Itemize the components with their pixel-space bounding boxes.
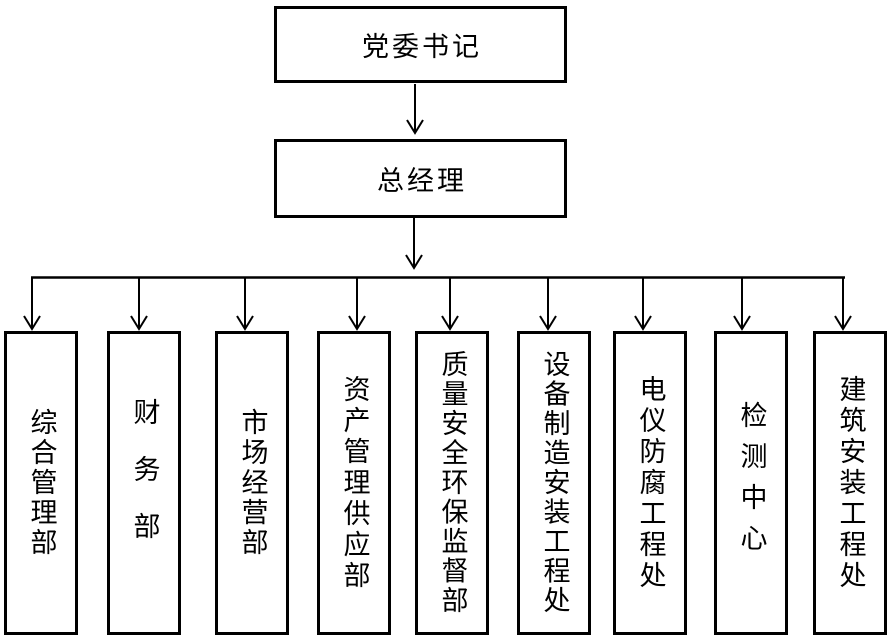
drop-arrow-7 [634,277,652,331]
dept-label: 建筑安装工程处 [835,374,866,592]
drop-arrow-2 [130,277,148,331]
node-dept-testing-center: 检测中心 [714,331,788,635]
dept-label: 检测中心 [736,401,767,565]
drop-arrow-8 [733,277,751,331]
dept-label: 电仪防腐工程处 [635,374,666,592]
node-dept-market-operations: 市场经营部 [215,331,289,635]
node-dept-finance: 财务部 [107,331,181,635]
drop-arrow-9 [834,277,852,331]
node-party-secretary-label: 党委书记 [362,32,482,62]
drop-arrow-5 [441,277,459,331]
dept-label: 市场经营部 [237,408,268,558]
dept-label: 资产管理供应部 [339,374,370,592]
node-dept-electrical-anticorrosion: 电仪防腐工程处 [613,331,687,635]
dept-label: 设备制造安装工程处 [539,350,570,616]
dept-label: 综合管理部 [26,408,57,558]
dept-label: 财务部 [129,397,160,569]
drop-arrow-4 [348,277,366,331]
node-dept-construction-installation: 建筑安装工程处 [813,331,887,635]
node-general-manager: 总经理 [274,139,567,218]
arrow-gm-to-bus [405,218,423,270]
drop-arrow-1 [23,277,41,331]
drop-arrow-3 [236,277,254,331]
dept-label: 质量安全环保监督部 [437,350,468,616]
node-dept-quality-safety-env: 质量安全环保监督部 [415,331,489,635]
arrow-secretary-to-gm [406,84,424,135]
drop-arrows [23,277,852,331]
node-dept-equipment-installation: 设备制造安装工程处 [517,331,591,635]
node-party-secretary: 党委书记 [274,6,567,83]
drop-arrow-6 [539,277,557,331]
node-general-manager-label: 总经理 [377,166,467,196]
node-dept-asset-supply: 资产管理供应部 [317,331,391,635]
node-dept-general-management: 综合管理部 [4,331,78,635]
